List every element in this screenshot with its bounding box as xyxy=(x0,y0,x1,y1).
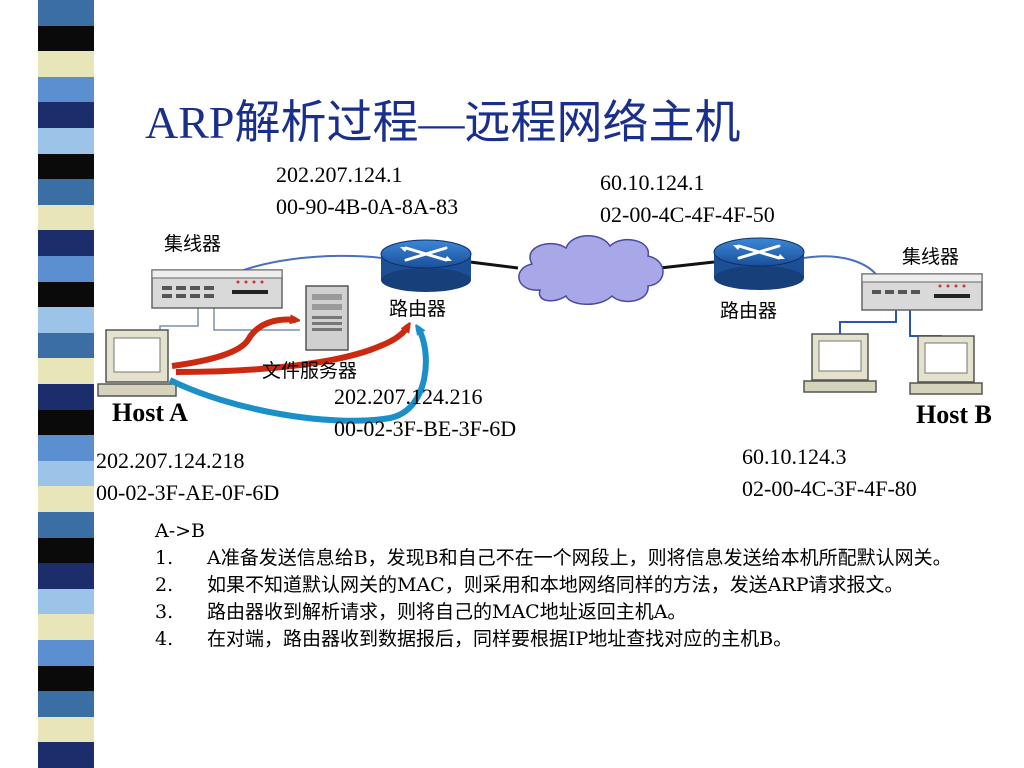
router-left-ip: 202.207.124.1 xyxy=(276,162,403,187)
step-text: 如果不知道默认网关的MAC，则采用和本地网络同样的方法，发送ARP请求报文。 xyxy=(207,574,904,596)
step-number: 1. xyxy=(155,547,174,569)
step-item: 1. A准备发送信息给B，发现B和自己不在一个网段上，则将信息发送给本机所配默认网… xyxy=(155,545,985,572)
host-b-computer xyxy=(909,335,983,395)
steps-header: A->B xyxy=(155,520,206,542)
stripe-band xyxy=(38,486,94,513)
file-server xyxy=(305,285,349,351)
router-right-ip: 60.10.124.1 xyxy=(600,170,705,195)
step-text: 路由器收到解析请求，则将自己的MAC地址返回主机A。 xyxy=(207,601,687,623)
internet-cloud xyxy=(518,235,664,305)
stripe-band xyxy=(38,204,94,231)
stripe-band xyxy=(38,102,94,129)
stripe-band xyxy=(38,409,94,436)
hub-left xyxy=(151,269,283,309)
stripe-band xyxy=(38,665,94,692)
stripe-band xyxy=(38,460,94,487)
arp-request-arrow-blue xyxy=(168,328,429,424)
decorative-stripe-column xyxy=(38,0,94,768)
stripe-band xyxy=(38,128,94,154)
file-server-ip: 202.207.124.216 xyxy=(334,384,483,409)
stripe-band xyxy=(38,640,94,666)
slide-title: ARP解析过程—远程网络主机 xyxy=(145,97,741,148)
file-server-mac: 00-02-3F-BE-3F-6D xyxy=(334,416,517,441)
step-text: 在对端，路由器收到数据报后，同样要根据IP地址查找对应的主机B。 xyxy=(207,628,793,650)
stripe-band xyxy=(38,153,94,180)
step-number: 2. xyxy=(155,574,174,596)
stripe-band xyxy=(38,512,94,538)
step-item: 4. 在对端，路由器收到数据报后，同样要根据IP地址查找对应的主机B。 xyxy=(155,626,985,653)
host-a-ip: 202.207.124.218 xyxy=(96,448,245,473)
stripe-band xyxy=(38,614,94,641)
stripe-band xyxy=(38,281,94,308)
stripe-band xyxy=(38,563,94,590)
stripe-band xyxy=(38,691,94,718)
file-server-label: 文件服务器 xyxy=(262,360,358,382)
router-right-label: 路由器 xyxy=(720,300,778,322)
router-left-mac: 00-90-4B-0A-8A-83 xyxy=(276,194,459,219)
arp-request-arrow-red xyxy=(171,320,296,369)
stripe-band xyxy=(38,537,94,564)
host-b-mac: 02-00-4C-3F-4F-80 xyxy=(742,476,917,501)
stripe-band xyxy=(38,256,94,282)
host-a-label: Host A xyxy=(112,398,188,427)
stripe-band xyxy=(38,384,94,410)
host-b-label: Host B xyxy=(916,400,992,429)
stripe-band xyxy=(38,230,94,257)
stripe-band xyxy=(38,435,94,462)
stripe-band xyxy=(38,742,94,768)
step-text: A准备发送信息给B，发现B和自己不在一个网段上，则将信息发送给本机所配默认网关。 xyxy=(207,547,952,569)
router-right-mac: 02-00-4C-4F-4F-50 xyxy=(600,202,775,227)
steps-list: A->B 1. A准备发送信息给B，发现B和自己不在一个网段上，则将信息发送给本机… xyxy=(155,518,985,653)
hub-right-label: 集线器 xyxy=(902,246,960,268)
remote-computer-1 xyxy=(803,333,877,393)
step-number: 4. xyxy=(155,628,174,650)
stripe-band xyxy=(38,307,94,334)
arp-forward-arrow-red xyxy=(175,326,408,375)
stripe-band xyxy=(38,51,94,78)
stripe-band xyxy=(38,332,94,359)
step-number: 3. xyxy=(155,601,174,623)
stripe-band xyxy=(38,76,94,103)
host-a-mac: 00-02-3F-AE-0F-6D xyxy=(96,480,280,505)
stripe-band xyxy=(38,25,94,52)
step-item: 3. 路由器收到解析请求，则将自己的MAC地址返回主机A。 xyxy=(155,599,985,626)
stripe-band xyxy=(38,358,94,385)
hub-left-label: 集线器 xyxy=(164,233,222,255)
host-b-ip: 60.10.124.3 xyxy=(742,444,847,469)
router-left-label: 路由器 xyxy=(389,298,447,320)
hub-right xyxy=(861,273,983,311)
stripe-band xyxy=(38,0,94,26)
router-left xyxy=(380,239,472,292)
stripe-band xyxy=(38,179,94,206)
host-a-computer xyxy=(97,329,177,397)
stripe-band xyxy=(38,588,94,615)
step-item: 2. 如果不知道默认网关的MAC，则采用和本地网络同样的方法，发送ARP请求报文。 xyxy=(155,572,985,599)
router-right xyxy=(713,237,805,290)
stripe-band xyxy=(38,716,94,743)
